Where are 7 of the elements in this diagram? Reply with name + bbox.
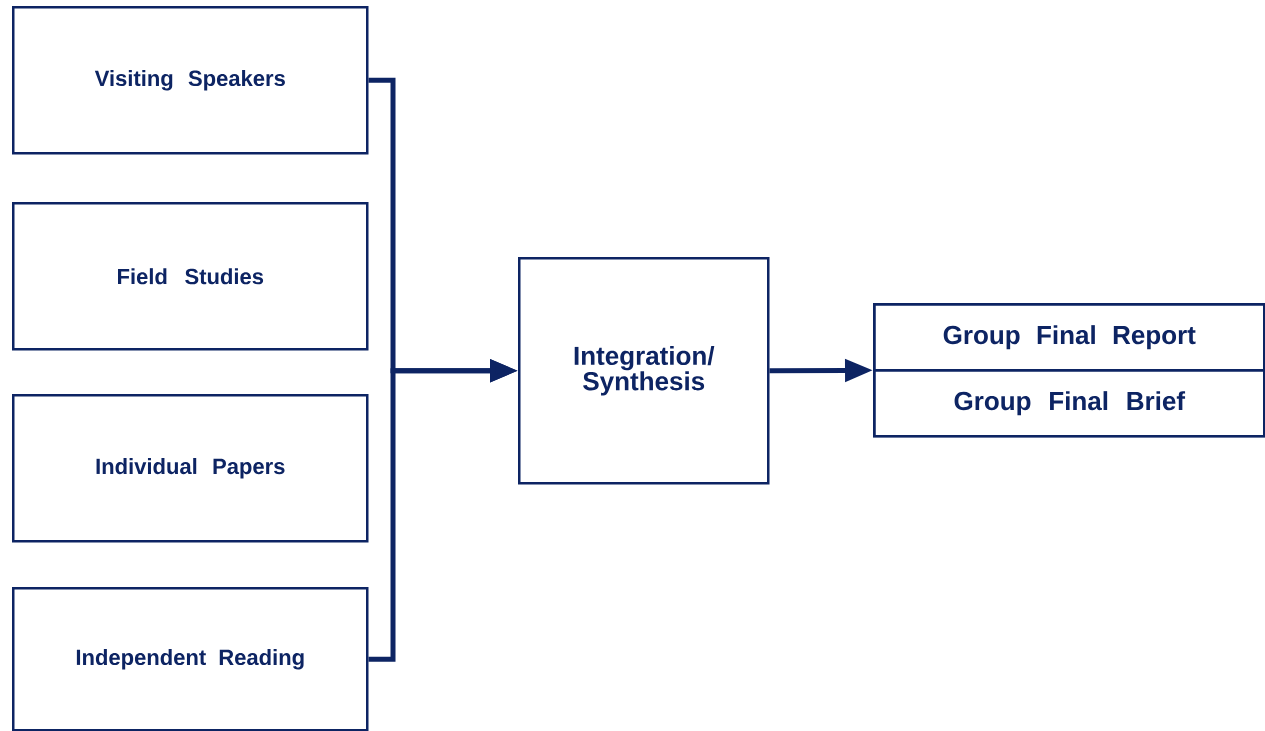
text-box: Independent Reading [12,587,369,731]
text-box: Field Studies [12,202,369,351]
text-box: Integration/ Synthesis [518,257,770,485]
text-box: Visiting Speakers [12,6,369,155]
output-cell: Group Final Brief [873,369,1265,438]
output-cell: Group Final Report [873,303,1265,372]
text-box: Individual Papers [12,394,369,543]
